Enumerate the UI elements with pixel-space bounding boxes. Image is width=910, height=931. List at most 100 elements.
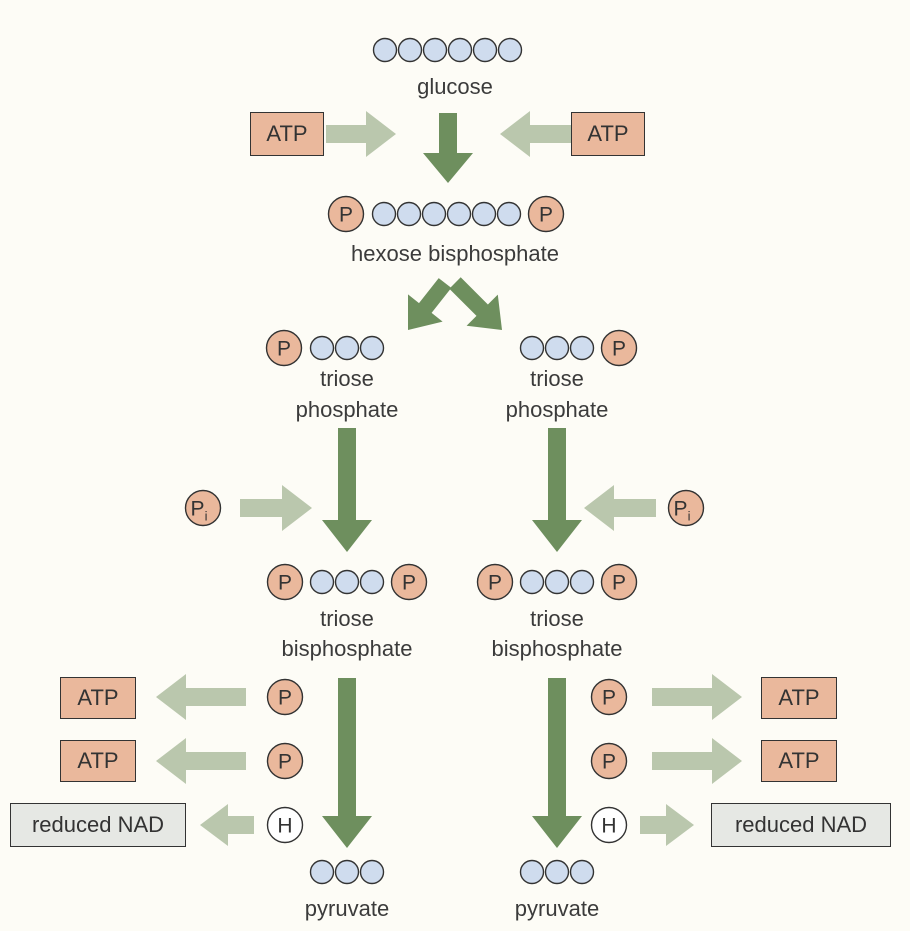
arrow-pi-in-right bbox=[584, 485, 656, 531]
atp-output-box-right-2: ATP bbox=[761, 740, 837, 782]
pyruvate-right-molecule bbox=[519, 859, 595, 885]
triose-phosphate-left-label-line1: triose bbox=[320, 366, 374, 391]
arrow-atp-out-left-1 bbox=[156, 674, 246, 720]
hydrogen-right: H bbox=[590, 806, 628, 844]
carbon-atom-circle bbox=[359, 859, 385, 885]
phosphate-circle bbox=[600, 329, 638, 367]
triose-phosphate-right-molecule: P bbox=[519, 329, 638, 367]
pyruvate-right-label: pyruvate bbox=[514, 896, 600, 921]
pyruvate-left-label: pyruvate bbox=[304, 896, 390, 921]
triose-phosphate-left-molecule: P bbox=[265, 329, 385, 367]
reduced-nad-box-left: reduced NAD bbox=[10, 803, 186, 847]
phosphate-symbol: P bbox=[602, 751, 616, 774]
phosphate-released-left-1: P bbox=[266, 678, 304, 716]
phosphate-released-right-1: P bbox=[590, 678, 628, 716]
phosphate-circle bbox=[390, 563, 428, 601]
inorganic-phosphate-circle bbox=[184, 489, 222, 527]
carbon-atom-circle bbox=[421, 201, 447, 227]
arrow-nad-out-left bbox=[200, 804, 254, 846]
arrow-triose-to-bisphosphate-right bbox=[532, 428, 582, 552]
phosphate-circle bbox=[266, 563, 304, 601]
triose-bisphosphate-left-label-line1: triose bbox=[320, 606, 374, 631]
arrow-triose-to-bisphosphate-left bbox=[322, 428, 372, 552]
atp-input-box-left: ATP bbox=[250, 112, 324, 156]
phosphate-symbol: P bbox=[277, 338, 291, 361]
carbon-atom-circle bbox=[359, 569, 385, 595]
atp-output-box-right-1: ATP bbox=[761, 677, 837, 719]
arrow-split-left bbox=[408, 278, 452, 330]
arrow-atp-out-left-2 bbox=[156, 738, 246, 784]
carbon-atom-circle bbox=[372, 37, 398, 63]
phosphate-circle bbox=[266, 678, 304, 716]
phosphate-released-right-2: P bbox=[590, 742, 628, 780]
carbon-atom-circle bbox=[519, 859, 545, 885]
triose-phosphate-right-label-line1: triose bbox=[530, 366, 584, 391]
carbon-atom-circle bbox=[569, 569, 595, 595]
carbon-atom-circle bbox=[544, 859, 570, 885]
atp-output-box-left-2: ATP bbox=[60, 740, 136, 782]
carbon-atom-circle bbox=[544, 569, 570, 595]
carbon-atom-circle bbox=[397, 37, 423, 63]
hydrogen-circle bbox=[266, 806, 304, 844]
carbon-atom-circle bbox=[334, 859, 360, 885]
arrow-glucose-to-hexose bbox=[423, 113, 473, 183]
carbon-atom-circle bbox=[497, 37, 523, 63]
phosphate-symbol: P bbox=[539, 204, 553, 227]
glucose-label: glucose bbox=[417, 74, 493, 99]
arrow-atp-out-right-1 bbox=[652, 674, 742, 720]
triose-bisphosphate-right-label-line2: bisphosphate bbox=[491, 636, 623, 661]
atp-input-box-right: ATP bbox=[571, 112, 645, 156]
phosphate-circle bbox=[590, 678, 628, 716]
reduced-nad-box-right: reduced NAD bbox=[711, 803, 891, 847]
carbon-atom-circle bbox=[359, 335, 385, 361]
hydrogen-left: H bbox=[266, 806, 304, 844]
hexose-bisphosphate-label: hexose bisphosphate bbox=[351, 241, 559, 266]
carbon-atom-circle bbox=[519, 569, 545, 595]
inorganic-phosphate-left: Pi bbox=[184, 489, 222, 527]
carbon-atom-circle bbox=[472, 37, 498, 63]
phosphate-circle bbox=[476, 563, 514, 601]
atp-output-box-left-1: ATP bbox=[60, 677, 136, 719]
phosphate-symbol: P bbox=[278, 572, 292, 595]
carbon-atom-circle bbox=[471, 201, 497, 227]
carbon-atom-circle bbox=[544, 335, 570, 361]
phosphate-symbol: P bbox=[612, 338, 626, 361]
main-arrows bbox=[322, 113, 582, 848]
carbon-atom-circle bbox=[334, 335, 360, 361]
arrow-bisphosphate-to-pyruvate-left bbox=[322, 678, 372, 848]
phosphate-symbol: P bbox=[612, 572, 626, 595]
arrow-pi-in-left bbox=[240, 485, 312, 531]
inorganic-phosphate-right: Pi bbox=[667, 489, 705, 527]
triose-phosphate-left-label-line2: phosphate bbox=[295, 397, 399, 422]
phosphate-symbol: P bbox=[278, 751, 292, 774]
hydrogen-symbol: H bbox=[277, 815, 292, 838]
triose-phosphate-right-label-line2: phosphate bbox=[505, 397, 609, 422]
carbon-atom-circle bbox=[309, 859, 335, 885]
phosphate-circle bbox=[265, 329, 303, 367]
carbon-atom-circle bbox=[309, 569, 335, 595]
carbon-atom-circle bbox=[334, 569, 360, 595]
phosphate-symbol: P bbox=[278, 687, 292, 710]
phosphate-symbol: P bbox=[488, 572, 502, 595]
triose-bisphosphate-right-label-line1: triose bbox=[530, 606, 584, 631]
phosphate-circle bbox=[527, 195, 565, 233]
glucose-molecule bbox=[372, 37, 523, 63]
arrow-atp-in-left bbox=[326, 111, 396, 157]
phosphate-symbol: P bbox=[402, 572, 416, 595]
phosphate-circle bbox=[600, 563, 638, 601]
side-arrows bbox=[156, 111, 742, 846]
carbon-atom-circle bbox=[396, 201, 422, 227]
carbon-atom-circle bbox=[569, 859, 595, 885]
inorganic-phosphate-symbol: Pi bbox=[191, 498, 208, 524]
carbon-atom-circle bbox=[446, 201, 472, 227]
hydrogen-symbol: H bbox=[601, 815, 616, 838]
arrow-atp-out-right-2 bbox=[652, 738, 742, 784]
phosphate-circle bbox=[327, 195, 365, 233]
arrow-atp-in-right bbox=[500, 111, 571, 157]
arrow-split-right bbox=[449, 277, 502, 330]
